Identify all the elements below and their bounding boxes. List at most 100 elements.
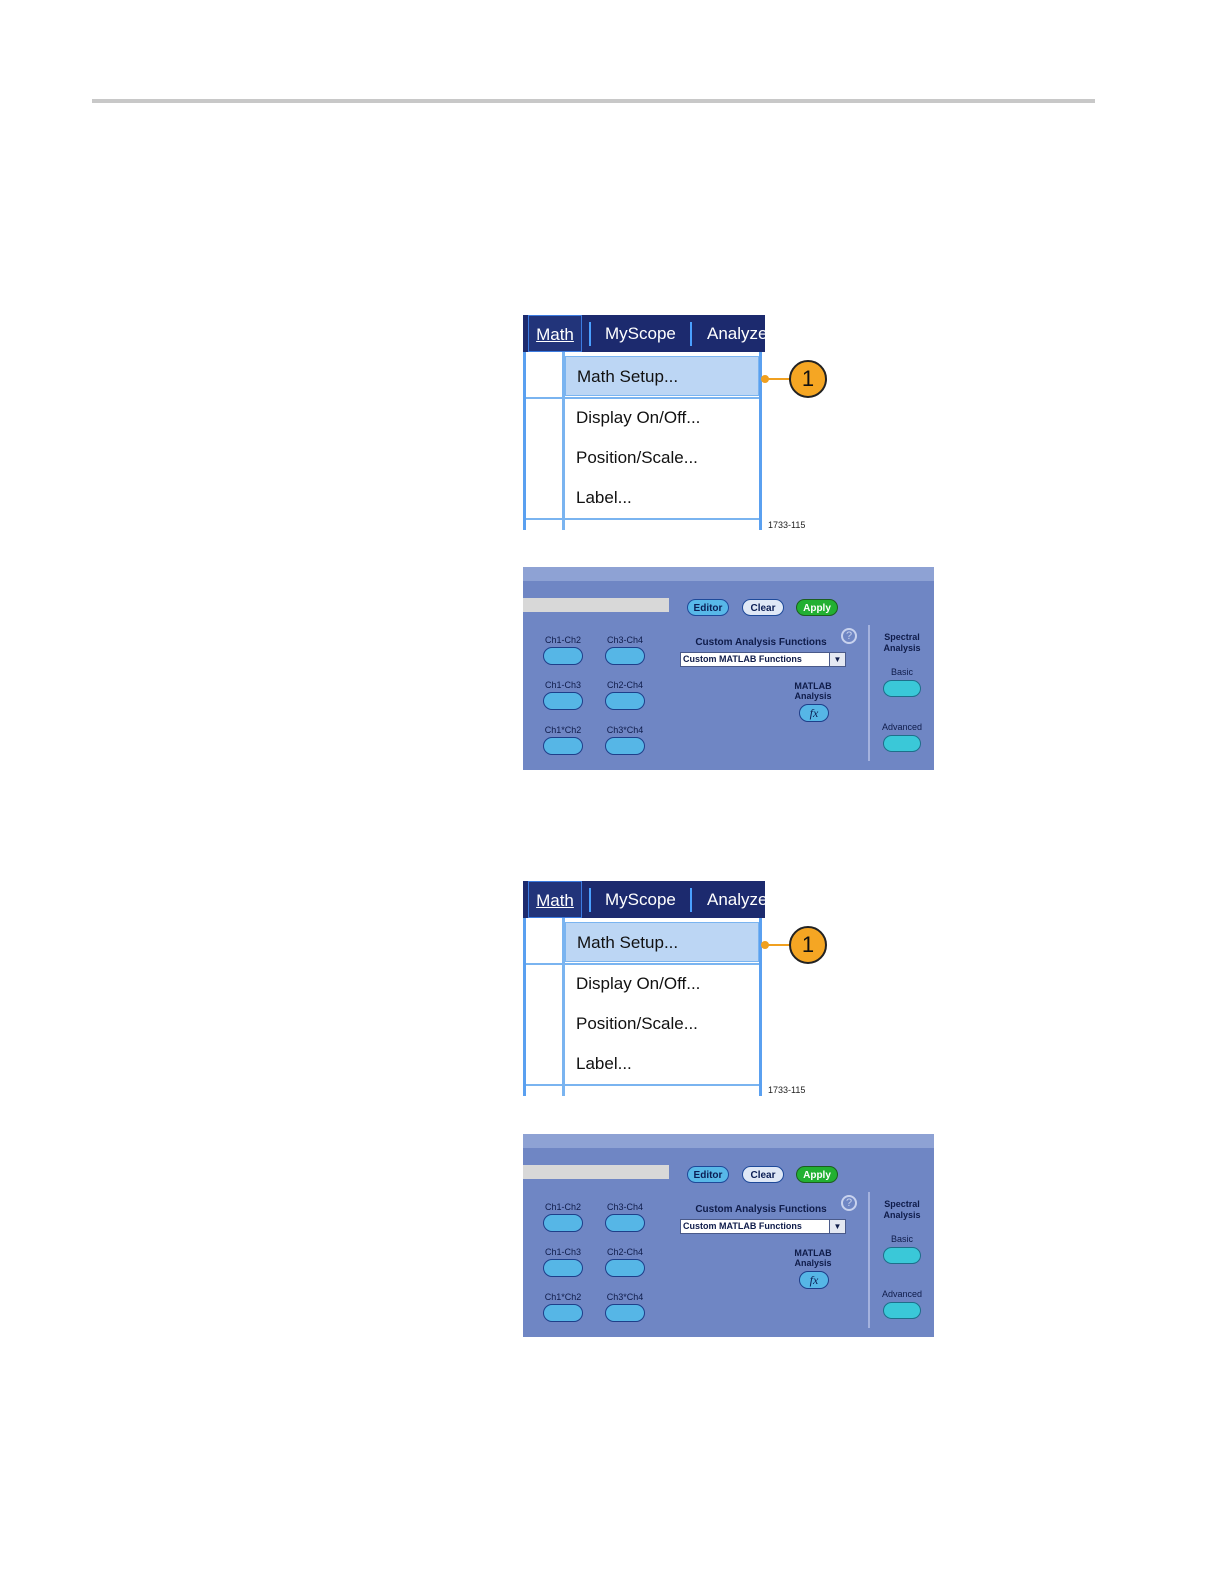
menu-separator	[589, 888, 591, 912]
custom-functions-value: Custom MATLAB Functions	[683, 1221, 802, 1231]
preset-label: Ch1*Ch2	[544, 725, 582, 735]
matlab-fx-button[interactable]: fx	[799, 1271, 829, 1289]
preset-ch1-minus-ch3-button[interactable]	[543, 692, 583, 710]
menu-item-label[interactable]: Label...	[576, 1054, 632, 1073]
preset-label: Ch1-Ch2	[544, 1202, 582, 1212]
preset-ch3-times-ch4-button[interactable]	[605, 1304, 645, 1322]
preset-label: Ch1*Ch2	[544, 1292, 582, 1302]
preset-ch1-minus-ch2-button[interactable]	[543, 647, 583, 665]
custom-functions-select[interactable]: Custom MATLAB Functions ▼	[680, 1219, 846, 1234]
menu-item-position-scale[interactable]: Position/Scale...	[576, 1014, 698, 1033]
preset-ch2-minus-ch4-button[interactable]	[605, 1259, 645, 1277]
page-top-rule	[92, 99, 1095, 103]
menu-divider	[526, 1084, 759, 1086]
apply-button[interactable]: Apply	[796, 1166, 838, 1183]
math-expression-field[interactable]	[523, 598, 669, 612]
menu-separator	[690, 888, 692, 912]
editor-button[interactable]: Editor	[687, 1166, 729, 1183]
menu-gutter	[562, 918, 565, 1096]
matlab-analysis-label: Analysis	[794, 1258, 832, 1268]
spectral-analysis-label: Analysis	[883, 1210, 921, 1220]
menu-item-position-scale[interactable]: Position/Scale...	[576, 448, 698, 467]
apply-button[interactable]: Apply	[796, 599, 838, 616]
spectral-basic-button[interactable]	[883, 680, 921, 697]
panel-divider	[868, 1192, 870, 1328]
preset-label: Ch3-Ch4	[606, 1202, 644, 1212]
preset-ch1-minus-ch3-button[interactable]	[543, 1259, 583, 1277]
clear-button[interactable]: Clear	[742, 599, 784, 616]
help-icon[interactable]: ?	[841, 628, 857, 644]
editor-button[interactable]: Editor	[687, 599, 729, 616]
menu-math[interactable]: Math	[528, 881, 582, 918]
figure-id: 1733-115	[768, 520, 806, 530]
custom-functions-value: Custom MATLAB Functions	[683, 654, 802, 664]
panel-header-strip	[523, 1134, 934, 1148]
preset-label: Ch1-Ch3	[544, 1247, 582, 1257]
menu-item-math-setup[interactable]: Math Setup...	[565, 922, 759, 962]
custom-analysis-label: Custom Analysis Functions	[695, 637, 827, 648]
matlab-label: MATLAB	[794, 1248, 832, 1258]
preset-label: Ch2-Ch4	[606, 1247, 644, 1257]
preset-ch1-times-ch2-button[interactable]	[543, 1304, 583, 1322]
menu-myscope[interactable]: MyScope	[605, 890, 676, 909]
preset-ch3-minus-ch4-button[interactable]	[605, 647, 645, 665]
chevron-down-icon[interactable]: ▼	[829, 1220, 845, 1233]
menu-item-label[interactable]: Label...	[576, 488, 632, 507]
callout-leader	[766, 378, 792, 380]
preset-label: Ch2-Ch4	[606, 680, 644, 690]
figure-id: 1733-115	[768, 1085, 806, 1095]
spectral-advanced-button[interactable]	[883, 1302, 921, 1319]
menu-bar: Math MyScope Analyze	[523, 881, 765, 918]
menu-math[interactable]: Math	[528, 315, 582, 352]
basic-label: Basic	[890, 667, 913, 677]
menu-separator	[690, 322, 692, 346]
math-setup-panel: Editor Clear Apply Ch1-Ch2 Ch3-Ch4 Ch1-C…	[523, 567, 934, 770]
menu-myscope[interactable]: MyScope	[605, 324, 676, 343]
spectral-analysis-label: Analysis	[883, 643, 921, 653]
menu-divider	[526, 397, 759, 399]
help-icon[interactable]: ?	[841, 1195, 857, 1211]
basic-label: Basic	[890, 1234, 913, 1244]
callout-1: 1	[789, 926, 827, 964]
chevron-down-icon[interactable]: ▼	[829, 653, 845, 666]
custom-analysis-label: Custom Analysis Functions	[695, 1204, 827, 1215]
menu-gutter	[562, 352, 565, 530]
preset-label: Ch3*Ch4	[606, 1292, 644, 1302]
menu-item-math-setup[interactable]: Math Setup...	[565, 356, 759, 396]
callout-1: 1	[789, 360, 827, 398]
advanced-label: Advanced	[881, 1289, 923, 1299]
menu-divider	[526, 518, 759, 520]
menu-item-display-onoff[interactable]: Display On/Off...	[576, 974, 701, 993]
math-menu-figure: Math MyScope Analyze Math Setup... Displ…	[523, 881, 843, 1097]
advanced-label: Advanced	[881, 722, 923, 732]
preset-ch2-minus-ch4-button[interactable]	[605, 692, 645, 710]
menu-analyze[interactable]: Analyze	[707, 324, 765, 343]
spectral-advanced-button[interactable]	[883, 735, 921, 752]
math-dropdown: Math Setup... Display On/Off... Position…	[523, 918, 762, 1096]
math-expression-field[interactable]	[523, 1165, 669, 1179]
math-setup-panel: Editor Clear Apply Ch1-Ch2 Ch3-Ch4 Ch1-C…	[523, 1134, 934, 1337]
preset-label: Ch3-Ch4	[606, 635, 644, 645]
spectral-label: Spectral	[884, 1199, 920, 1209]
preset-ch3-minus-ch4-button[interactable]	[605, 1214, 645, 1232]
preset-ch1-times-ch2-button[interactable]	[543, 737, 583, 755]
callout-anchor	[761, 375, 769, 383]
custom-functions-select[interactable]: Custom MATLAB Functions ▼	[680, 652, 846, 667]
preset-ch3-times-ch4-button[interactable]	[605, 737, 645, 755]
matlab-fx-button[interactable]: fx	[799, 704, 829, 722]
spectral-basic-button[interactable]	[883, 1247, 921, 1264]
menu-separator	[589, 322, 591, 346]
math-dropdown: Math Setup... Display On/Off... Position…	[523, 352, 762, 530]
menu-bar: Math MyScope Analyze	[523, 315, 765, 352]
matlab-analysis-label: Analysis	[794, 691, 832, 701]
menu-analyze[interactable]: Analyze	[707, 890, 765, 909]
menu-item-display-onoff[interactable]: Display On/Off...	[576, 408, 701, 427]
panel-header-strip	[523, 567, 934, 581]
preset-label: Ch1-Ch2	[544, 635, 582, 645]
matlab-label: MATLAB	[794, 681, 832, 691]
preset-ch1-minus-ch2-button[interactable]	[543, 1214, 583, 1232]
spectral-label: Spectral	[884, 632, 920, 642]
preset-label: Ch3*Ch4	[606, 725, 644, 735]
clear-button[interactable]: Clear	[742, 1166, 784, 1183]
preset-label: Ch1-Ch3	[544, 680, 582, 690]
